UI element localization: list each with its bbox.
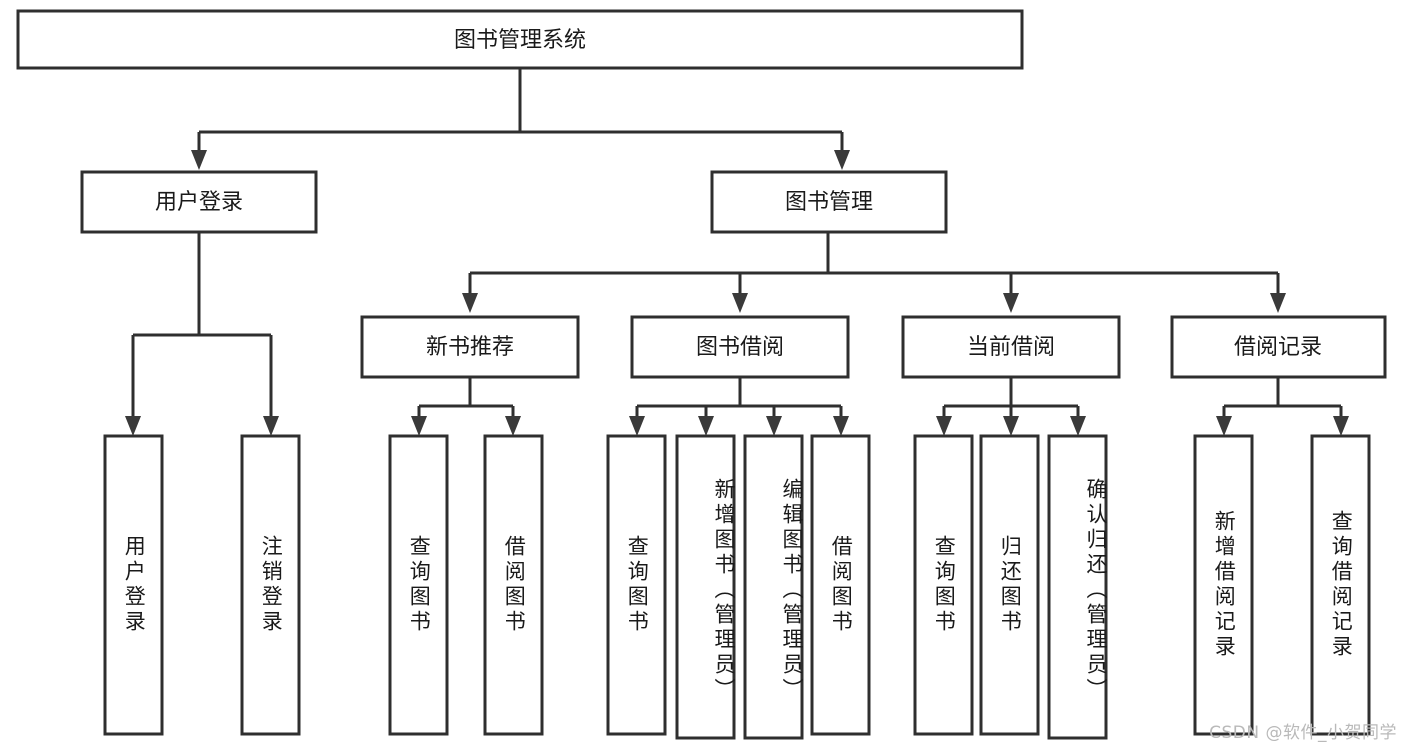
leaf-box-return-book[interactable] — [979, 434, 1040, 736]
leaf-boxes — [103, 434, 1371, 740]
connector-new-book-to-leaves — [411, 377, 521, 436]
node-borrow-record-label: 借阅记录 — [1234, 335, 1322, 360]
node-user-login-label: 用户登录 — [155, 190, 243, 215]
leaf-box-query-book-1[interactable] — [388, 434, 449, 736]
node-new-book-recommend-label: 新书推荐 — [426, 335, 514, 360]
node-book-manage[interactable]: 图书管理 — [710, 170, 948, 234]
leaf-box-borrow-book-2[interactable] — [810, 434, 871, 736]
connector-book-borrow-to-leaves — [629, 377, 849, 436]
node-root-label: 图书管理系统 — [454, 28, 586, 53]
node-book-borrow-label: 图书借阅 — [696, 335, 784, 360]
connector-user-login-to-leaves — [125, 232, 279, 436]
leaf-box-query-borrow-record[interactable] — [1310, 434, 1371, 736]
leaf-box-query-book-3[interactable] — [913, 434, 974, 736]
leaf-box-confirm-return-admin[interactable] — [1047, 434, 1108, 740]
connector-current-borrow-to-leaves — [936, 377, 1086, 436]
leaf-box-user-login[interactable] — [103, 434, 164, 736]
node-book-manage-label: 图书管理 — [785, 190, 873, 215]
connector-root-to-level2 — [191, 69, 850, 170]
node-book-borrow[interactable]: 图书借阅 — [630, 315, 850, 379]
leaf-box-query-book-2[interactable] — [606, 434, 667, 736]
node-borrow-record[interactable]: 借阅记录 — [1170, 315, 1387, 379]
node-new-book-recommend[interactable]: 新书推荐 — [360, 315, 580, 379]
node-root[interactable]: 图书管理系统 — [16, 9, 1024, 70]
leaf-box-borrow-book-1[interactable] — [483, 434, 544, 736]
leaf-box-add-borrow-record[interactable] — [1193, 434, 1254, 736]
leaf-box-logout[interactable] — [240, 434, 301, 736]
leaf-box-add-book-admin[interactable] — [675, 434, 736, 740]
connector-borrow-record-to-leaves — [1216, 377, 1349, 436]
node-current-borrow-label: 当前借阅 — [967, 335, 1055, 360]
connector-book-manage-to-level3 — [462, 232, 1286, 313]
node-current-borrow[interactable]: 当前借阅 — [901, 315, 1121, 379]
leaf-box-edit-book-admin[interactable] — [743, 434, 804, 740]
node-user-login[interactable]: 用户登录 — [80, 170, 318, 234]
